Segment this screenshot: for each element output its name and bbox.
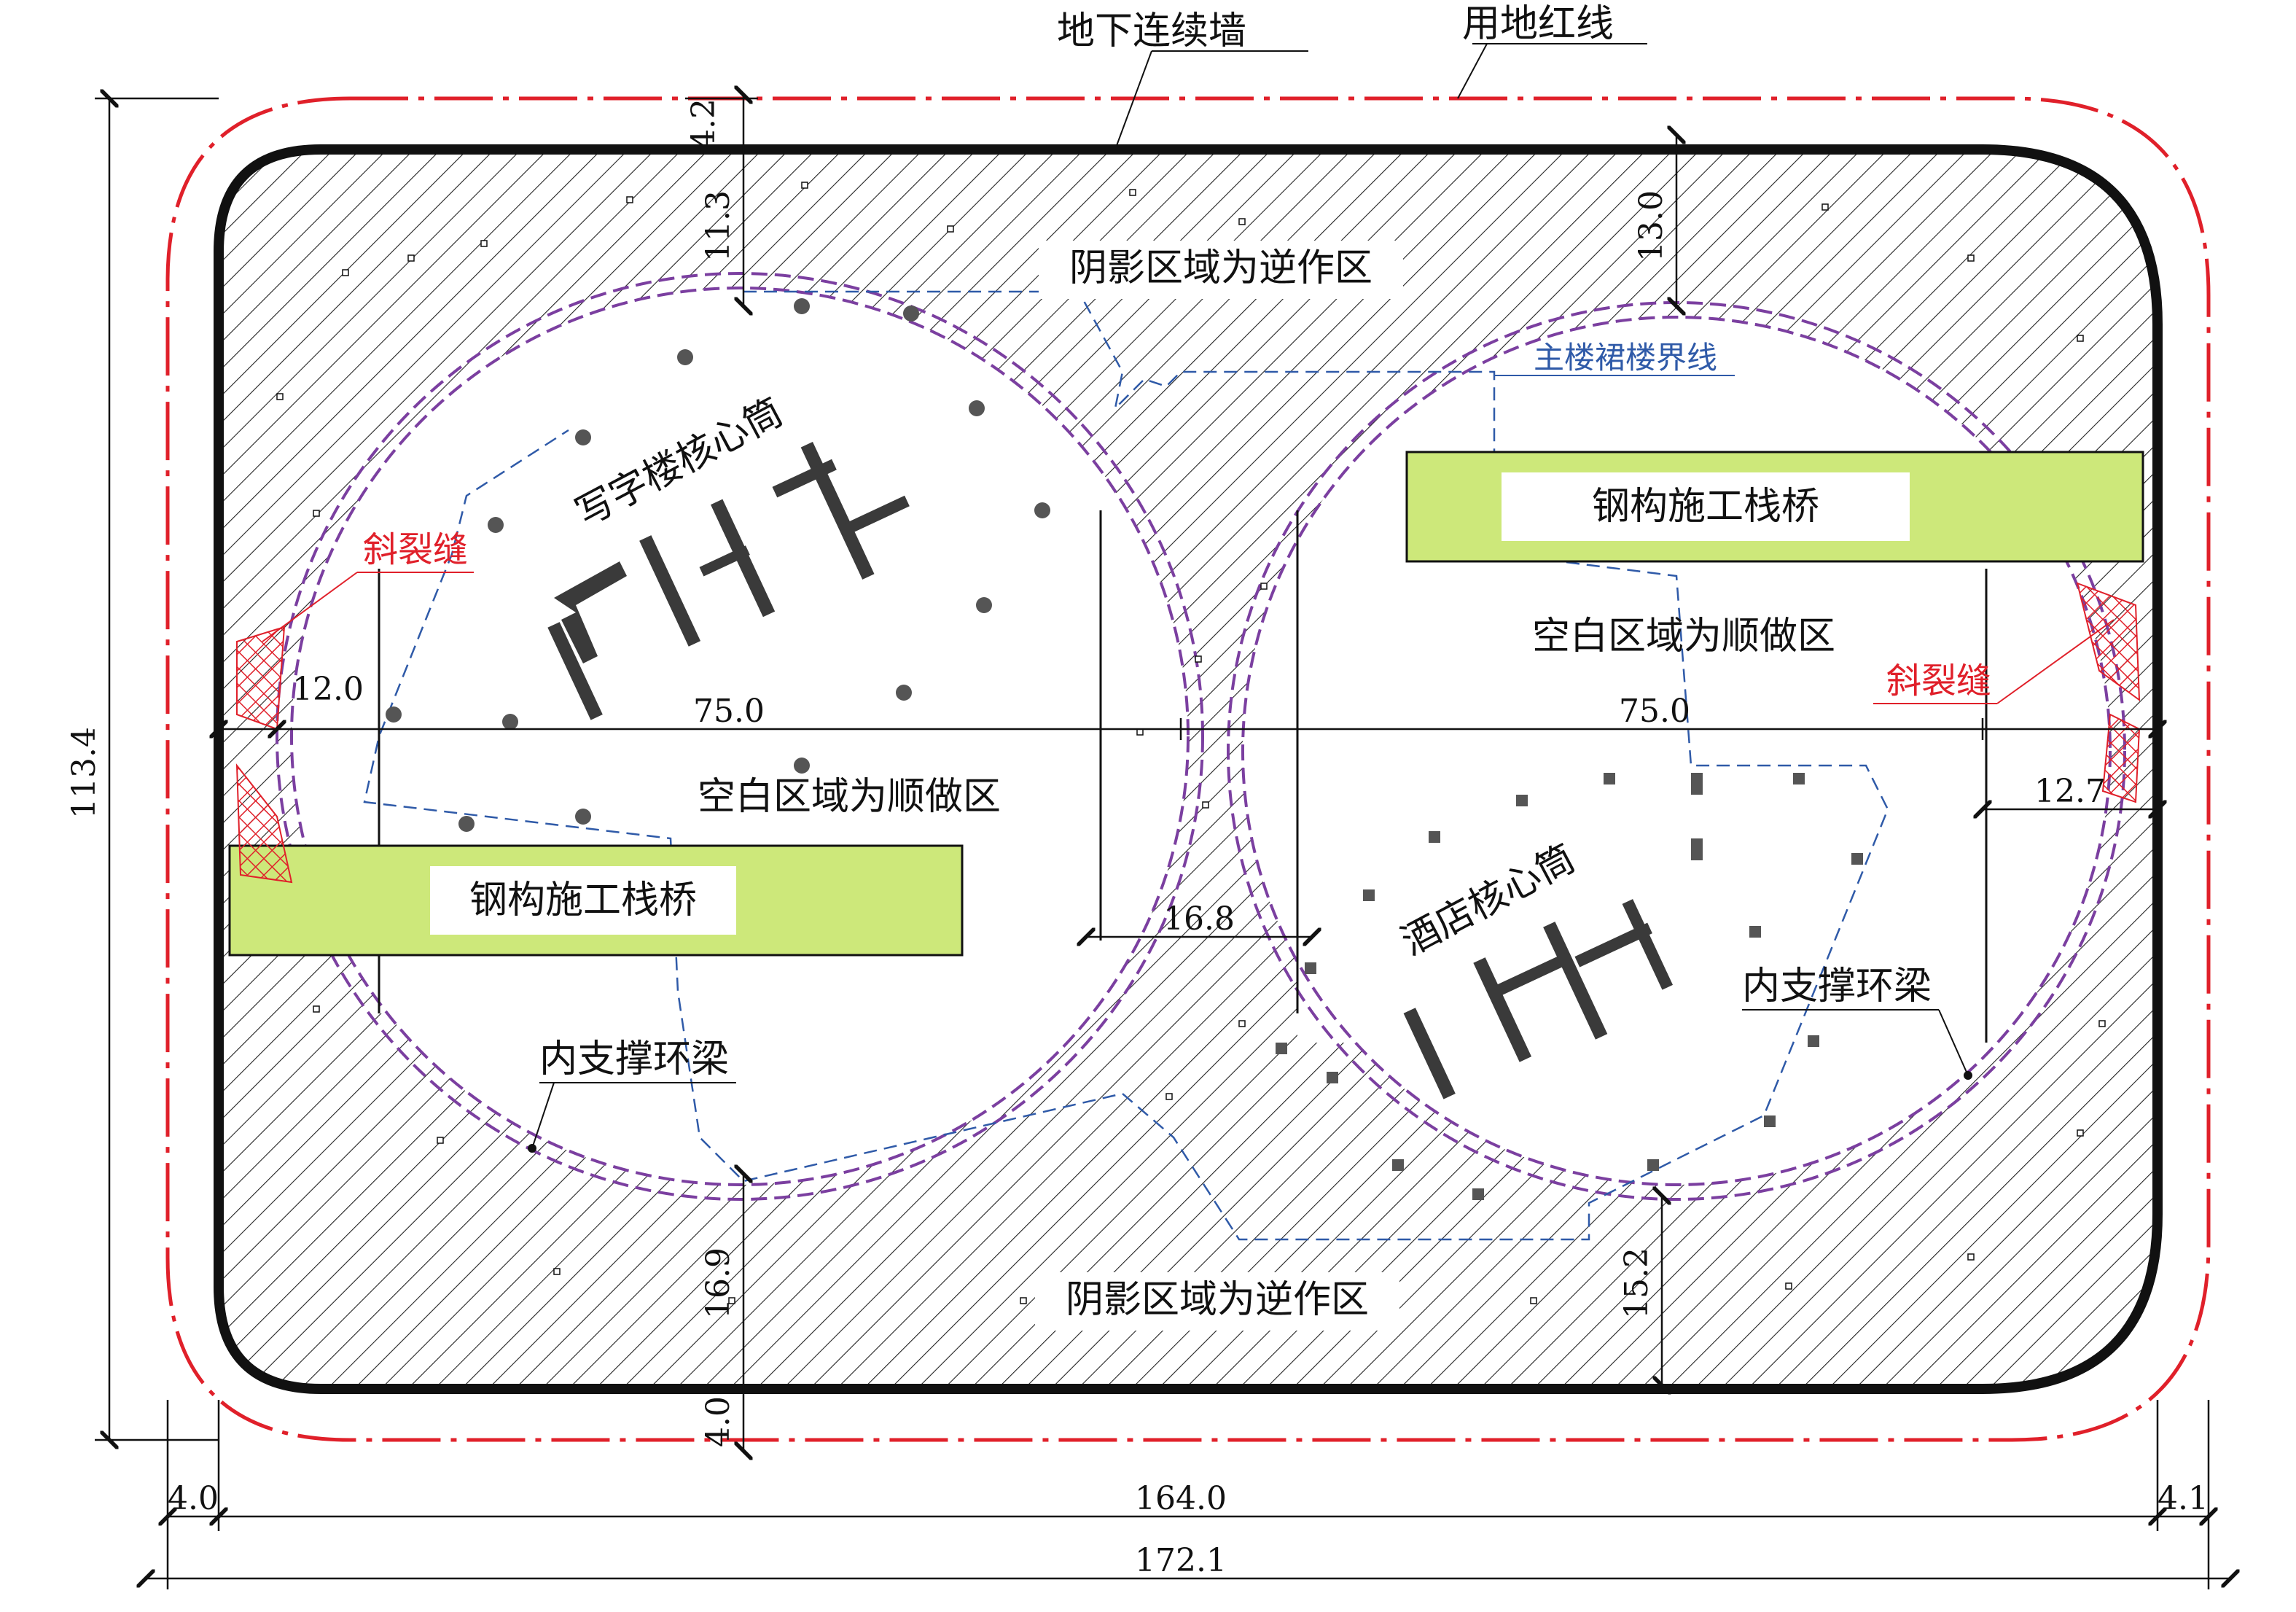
diaphragm-wall-label: 地下连续墙 — [1057, 9, 1246, 53]
ring-beam-right-marker — [1964, 1071, 1972, 1080]
dim-total-width: 172.1 — [1135, 1542, 1227, 1579]
office-core — [547, 441, 910, 720]
dim-bottom-right-depth: 15.2 — [1618, 1247, 1655, 1319]
diagonal-crack-left-leader — [262, 572, 358, 642]
reverse-zone-top-label: 阴影区域为逆作区 — [1069, 246, 1372, 290]
diagonal-crack-left — [235, 626, 293, 884]
diagonal-crack-right-leader — [1996, 619, 2115, 704]
ring-beam-left-marker — [528, 1144, 536, 1153]
dim-bottom-wall-gap: 4.0 — [700, 1396, 737, 1447]
column-grid — [276, 182, 2106, 1304]
dim-left-edge-gap: 4.0 — [168, 1480, 219, 1517]
forward-zone-right-label: 空白区域为顺做区 — [1532, 615, 1835, 658]
ring-beam-left-label: 内支撑环梁 — [539, 1037, 729, 1081]
dim-inner-width: 164.0 — [1135, 1480, 1227, 1517]
dim-right-edge-gap: 4.1 — [2158, 1480, 2209, 1517]
red-line-leader — [1457, 43, 1488, 99]
dimension-lines — [95, 95, 2230, 1589]
reverse-zone-bottom-label: 阴影区域为逆作区 — [1066, 1278, 1369, 1322]
reverse-zone-bottom-bg — [1035, 1272, 1399, 1331]
red-line-label: 用地红线 — [1462, 2, 1614, 46]
reverse-zone-top-bg — [1039, 241, 1403, 299]
steel-trestle-right: 钢构施工栈桥 — [1405, 451, 2144, 563]
dim-top-left-depth: 11.3 — [700, 190, 737, 262]
dim-top-right-depth: 13.0 — [1633, 190, 1670, 262]
steel-trestle-right-label: 钢构施工栈桥 — [1592, 485, 1819, 529]
dim-right-span: 75.0 — [1619, 693, 1690, 730]
main-podium-boundary-label: 主楼裙楼界线 — [1534, 340, 1717, 375]
main-podium-boundary-left — [363, 290, 1889, 1241]
dim-middle-width: 16.8 — [1163, 900, 1235, 938]
dim-left-span: 75.0 — [693, 693, 765, 730]
dim-left-offset: 12.0 — [292, 671, 364, 708]
diagonal-crack-left-label: 斜裂缝 — [363, 529, 468, 570]
forward-zone-left-label: 空白区域为顺做区 — [698, 775, 1001, 819]
ring-beam-right-leader — [1938, 1009, 1969, 1076]
property-red-line — [165, 96, 2211, 1442]
steel-trestle-left-label: 钢构施工栈桥 — [469, 879, 697, 922]
hotel-core — [1403, 899, 1674, 1099]
ring-beam-left-leader — [531, 1082, 555, 1149]
diaphragm-wall — [214, 144, 2163, 1394]
dim-top-wall-gap: 4.2 — [685, 98, 722, 149]
steel-trestle-left: 钢构施工栈桥 — [228, 844, 964, 957]
diagonal-crack-right-label: 斜裂缝 — [1886, 661, 1991, 701]
diaphragm-wall-leader — [1114, 50, 1152, 150]
ring-beam-right-label: 内支撑环梁 — [1742, 965, 1932, 1008]
dim-total-height: 113.4 — [66, 727, 103, 819]
dim-bottom-left-depth: 16.9 — [700, 1247, 737, 1319]
dim-right-offset: 12.7 — [2034, 773, 2106, 810]
